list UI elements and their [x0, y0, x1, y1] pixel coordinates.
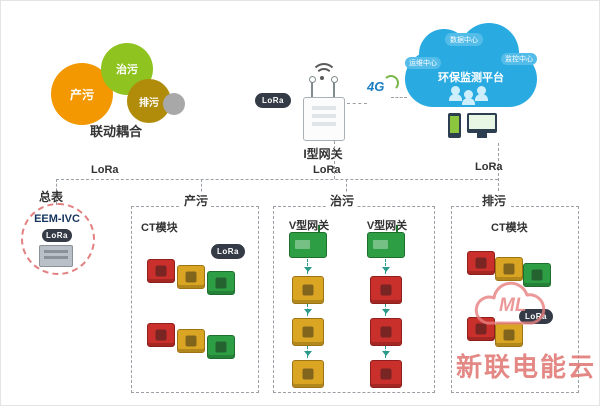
bus-lora-label-left: LoRa: [91, 164, 119, 176]
gear-production-label: 产污: [69, 87, 94, 102]
v-gateway-device: [367, 225, 405, 258]
meter-device-icon: [39, 245, 73, 267]
user-icon: [449, 86, 462, 101]
cloud-node-monitor-center: 监控中心: [501, 53, 537, 65]
ct-module-red: [147, 323, 175, 347]
link-gateway-bus: [334, 141, 335, 179]
down-arrow: [382, 304, 390, 316]
meter-group-outline: [21, 203, 95, 275]
gear-discharge-label: 排污: [139, 97, 159, 109]
lora-bus-line: [56, 179, 498, 180]
gear-small-icon: [163, 93, 185, 115]
wifi-icon: [311, 59, 337, 81]
bus-lora-label-right: LoRa: [475, 161, 503, 173]
meter-lora-badge: LoRa: [42, 229, 72, 242]
type1-gateway-device: [303, 97, 345, 141]
down-arrow: [304, 259, 312, 274]
ct-module-green: [207, 271, 235, 295]
ct-module-red: [370, 318, 402, 346]
ct-module-yellow: [292, 318, 324, 346]
ct-module-red: [370, 360, 402, 388]
group1-device-label: CT模块: [141, 222, 178, 234]
meter-name: EEM-IVC: [34, 213, 80, 225]
ct-module-yellow: [177, 265, 205, 289]
group-production-label: 产污: [181, 192, 212, 209]
ct-module-green: [523, 263, 551, 287]
cloud-platform-title: 环保监测平台: [438, 72, 504, 84]
bus-lora-label-center: LoRa: [313, 164, 341, 176]
cloud-node-ops-center: 运维中心: [405, 57, 441, 69]
watermark-text: 新联电能云: [455, 352, 596, 382]
monitor-icon: [467, 113, 497, 138]
ct-module-red: [147, 259, 175, 283]
down-arrow: [382, 259, 390, 274]
ct-module-yellow: [292, 360, 324, 388]
watermark-cloud-icon: [474, 281, 546, 325]
watermark-logo-text: ML: [499, 295, 527, 316]
gateway-lora-badge: LoRa: [255, 93, 291, 108]
group3-device-label: CT模块: [491, 222, 528, 234]
link-cloud-bus: [498, 143, 499, 206]
down-arrow: [382, 346, 390, 358]
group-discharge-box: [451, 206, 579, 393]
gear-treatment-label: 治污: [116, 64, 138, 76]
group1-lora-badge: LoRa: [211, 244, 245, 259]
smartphone-icon: [448, 113, 461, 138]
user-icon: [475, 86, 488, 101]
link-bus-meter: [56, 179, 57, 205]
ct-module-yellow: [177, 329, 205, 353]
vgateway-a-label: V型网关: [288, 220, 330, 232]
ct-module-yellow: [495, 257, 523, 281]
ct-module-red: [467, 251, 495, 275]
down-arrow: [304, 346, 312, 358]
group-discharge-label: 排污: [479, 192, 510, 209]
down-arrow: [304, 304, 312, 316]
cloud-node-data-center: 数据中心: [445, 33, 483, 46]
link-4g-cloud: [391, 97, 407, 98]
gateway-label: I型网关: [303, 147, 343, 161]
gear-discharge: 排污: [127, 79, 171, 123]
4g-icon: 4G: [367, 75, 400, 94]
gear-cluster-caption: 联动耦合: [89, 124, 142, 139]
group-treatment-label: 治污: [327, 192, 358, 209]
ct-module-yellow: [292, 276, 324, 304]
vgateway-b-label: V型网关: [366, 220, 408, 232]
link-gateway-4g: [347, 103, 367, 104]
ct-module-red: [370, 276, 402, 304]
v-gateway-device: [289, 225, 327, 258]
user-icon: [462, 90, 475, 105]
meter-caption: 总表: [39, 190, 64, 204]
ct-module-green: [207, 335, 235, 359]
